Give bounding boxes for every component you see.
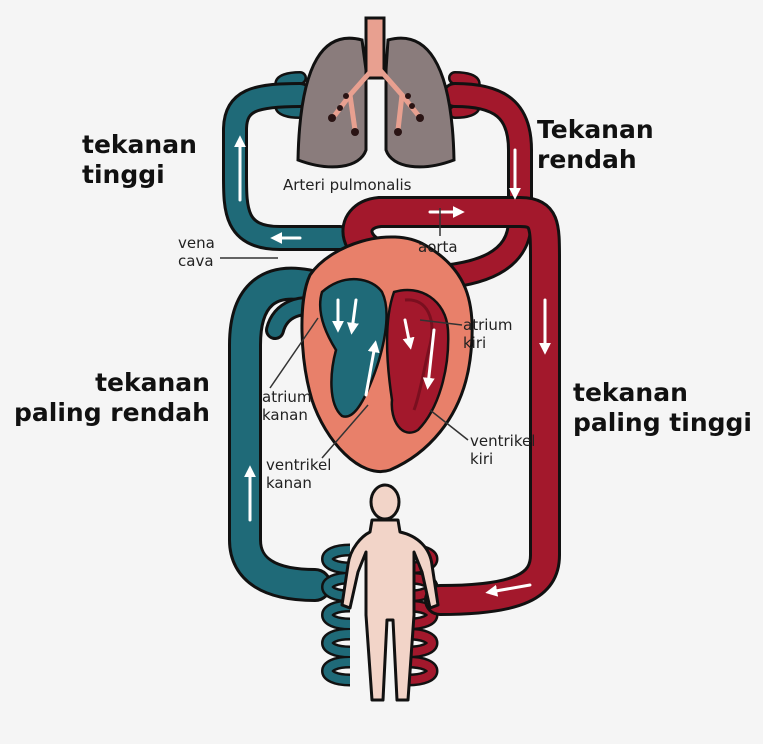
label-tekanan-rendah: Tekanan rendah [537,115,654,175]
label-atrium-kiri: atrium kiri [463,316,513,352]
label-ventrikel-kiri: ventrikel kiri [470,432,535,468]
label-ventrikel-kanan: ventrikel kanan [266,456,331,492]
label-aorta: aorta [418,238,458,256]
label-tekanan-paling-rendah: tekanan paling rendah [14,368,210,428]
label-tekanan-paling-tinggi: tekanan paling tinggi [573,378,752,438]
label-vena-cava: vena cava [178,234,215,270]
label-atrium-kanan: atrium kanan [262,388,312,424]
label-tekanan-tinggi: tekanan tinggi [82,130,197,190]
label-arteri-pulmonalis: Arteri pulmonalis [283,176,411,194]
